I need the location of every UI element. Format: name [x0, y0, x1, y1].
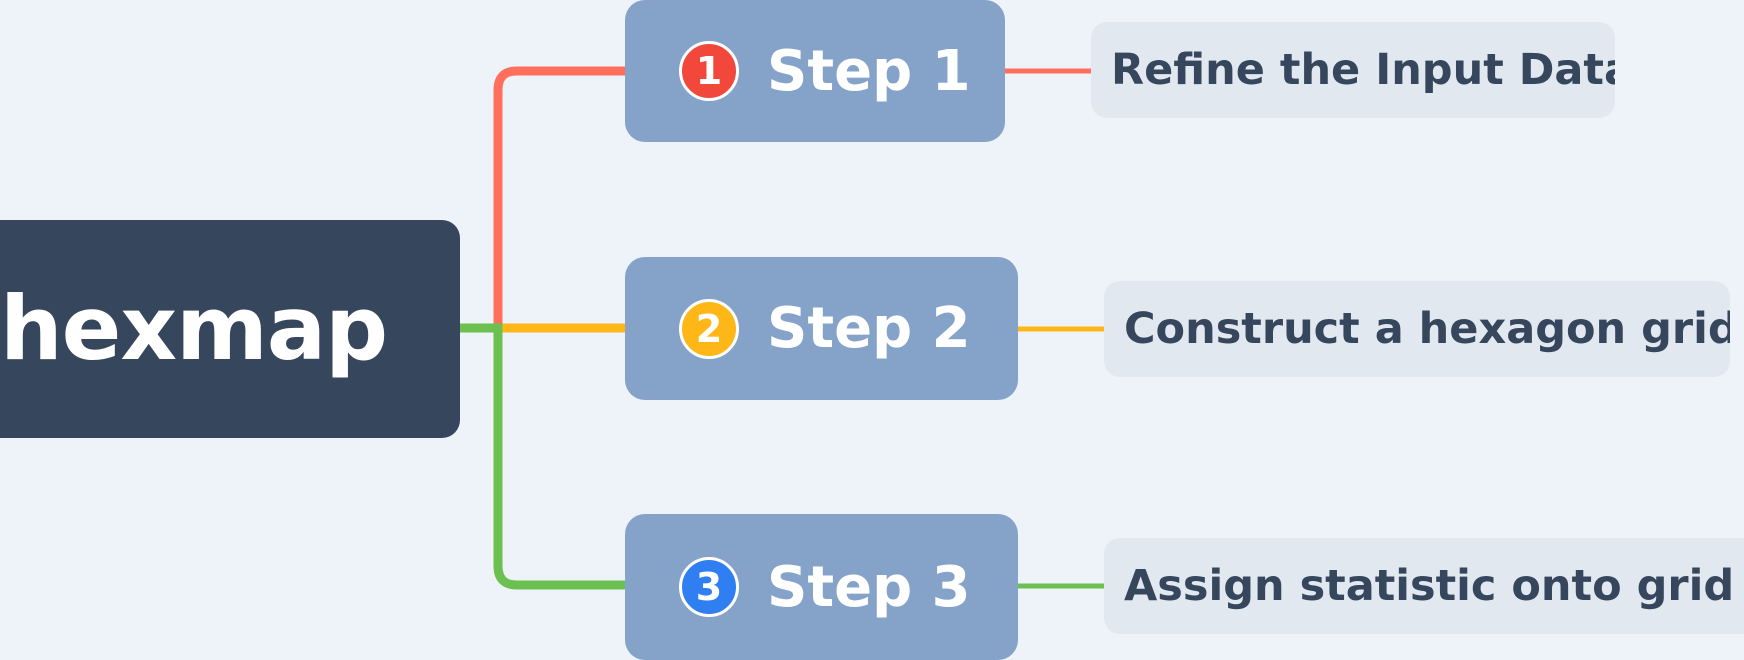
number-2-icon: 2 [679, 298, 739, 359]
step-node-1[interactable]: 1 Step 1 [625, 0, 1005, 142]
step-node-label: Step 2 [767, 296, 971, 361]
description-node-1[interactable]: Refine the Input Data [1091, 22, 1615, 118]
root-node[interactable]: hexmap [0, 220, 460, 438]
root-node-label: hexmap [0, 277, 388, 380]
step-node-2[interactable]: 2 Step 2 [625, 257, 1018, 400]
description-node-3[interactable]: Assign statistic onto grid [1104, 538, 1744, 634]
step-node-label: Step 3 [767, 554, 971, 620]
number-1-icon: 1 [679, 41, 739, 101]
step-node-label: Step 1 [767, 38, 971, 104]
branch-line-step-1 [460, 66, 625, 333]
branch-line-step-3 [460, 323, 625, 590]
number-3-icon: 3 [679, 557, 739, 617]
step-node-3[interactable]: 3 Step 3 [625, 514, 1018, 660]
description-node-2[interactable]: Construct a hexagon grid [1104, 281, 1730, 377]
